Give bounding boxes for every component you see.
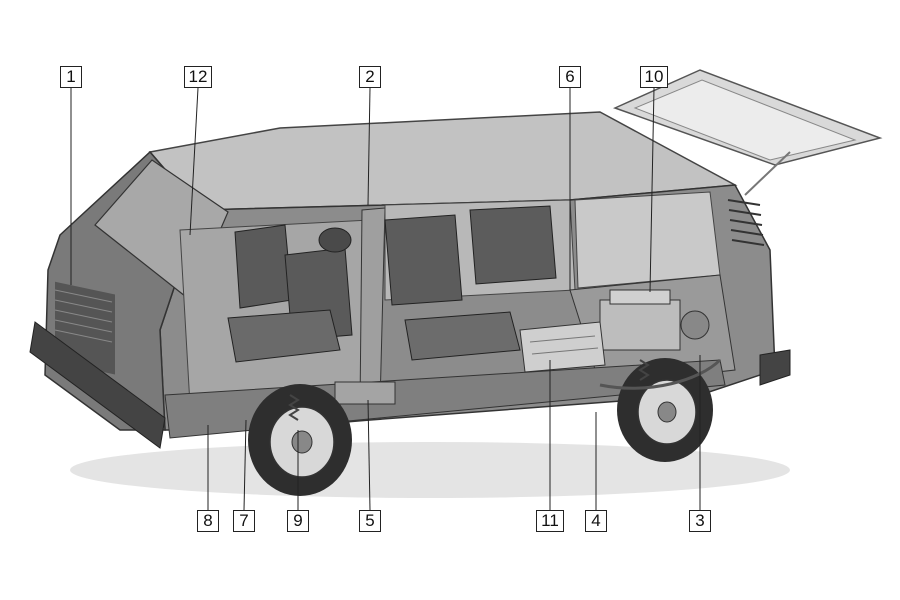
callout-11: 11 (536, 510, 564, 532)
callout-12: 12 (184, 66, 212, 88)
front-wheel (248, 384, 352, 496)
callout-3: 3 (689, 510, 711, 532)
rear-bench-back (469, 205, 557, 285)
headrest (318, 227, 352, 253)
exhaust-pipe (599, 358, 722, 390)
fuel-tank (334, 381, 396, 405)
callout-4: 4 (585, 510, 607, 532)
rear-spring (638, 359, 650, 381)
leader-lines (70, 87, 701, 511)
callout-8: 8 (197, 510, 219, 532)
middle-bench-cushion (404, 311, 521, 361)
rear-hatch-glass (633, 79, 857, 161)
callout-2: 2 (359, 66, 381, 88)
callout-9: 9 (287, 510, 309, 532)
rear-bench-seats (384, 205, 557, 361)
front-seats (227, 224, 353, 363)
callout-10: 10 (640, 66, 668, 88)
middle-bench-back (384, 214, 463, 306)
driver-seat-back (234, 224, 293, 309)
rear-wheel (617, 358, 713, 462)
luggage-compartment (574, 191, 721, 289)
engine-block (599, 289, 710, 351)
grille-slats (54, 289, 113, 343)
hatch-strut (744, 151, 791, 196)
passenger-seat-cushion (227, 309, 341, 363)
callout-7: 7 (233, 510, 255, 532)
gearbox (519, 321, 606, 373)
callout-5: 5 (359, 510, 381, 532)
rear-vents (727, 199, 765, 246)
callout-1: 1 (60, 66, 82, 88)
rear-bumper (759, 349, 791, 386)
front-spring (288, 394, 300, 421)
callout-6: 6 (559, 66, 581, 88)
front-bumper (29, 321, 166, 449)
ground-shadow (70, 442, 790, 498)
